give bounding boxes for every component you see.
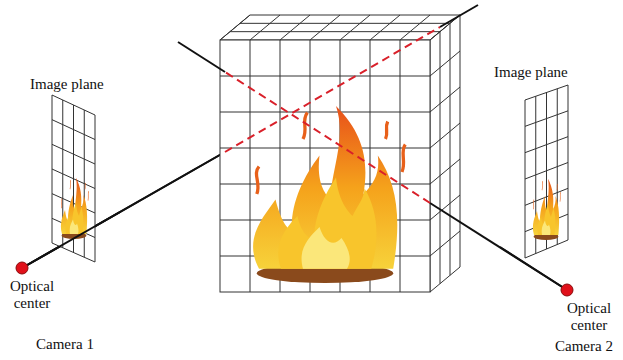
camera-label: Camera 2 xyxy=(555,338,613,355)
grid-line xyxy=(220,148,430,149)
grid-line xyxy=(430,87,460,112)
plane-label: Image plane xyxy=(30,76,104,93)
grid-line xyxy=(52,169,95,189)
grid-line xyxy=(430,195,460,220)
grid-line xyxy=(450,23,451,275)
center-label: Optical center xyxy=(559,300,619,334)
grid-line xyxy=(525,137,568,153)
grid-line xyxy=(250,15,280,40)
grid-line xyxy=(230,31,440,32)
grid-line xyxy=(220,184,430,185)
grid-line xyxy=(400,40,401,292)
grid-line xyxy=(250,40,251,292)
grid-line xyxy=(430,231,460,256)
grid-line xyxy=(370,15,400,40)
grid-line xyxy=(220,112,430,113)
grid-line xyxy=(52,120,95,140)
center-label: Optical center xyxy=(2,278,62,312)
grid-line xyxy=(220,76,430,77)
grid-line xyxy=(430,51,460,76)
grid-line xyxy=(310,15,340,40)
grid-line xyxy=(525,188,568,205)
grid-line xyxy=(400,15,430,40)
grid-line xyxy=(430,123,460,148)
grid-line xyxy=(340,15,370,40)
grid-line xyxy=(430,159,460,184)
grid-line xyxy=(440,32,441,284)
grid-line xyxy=(525,111,568,127)
plane-label: Image plane xyxy=(494,64,568,81)
grid-line xyxy=(240,23,450,24)
grid-line xyxy=(52,144,95,164)
grid-line xyxy=(280,15,310,40)
grid-line xyxy=(220,15,250,40)
camera-label: Camera 1 xyxy=(36,336,94,353)
grid-line xyxy=(525,163,568,180)
